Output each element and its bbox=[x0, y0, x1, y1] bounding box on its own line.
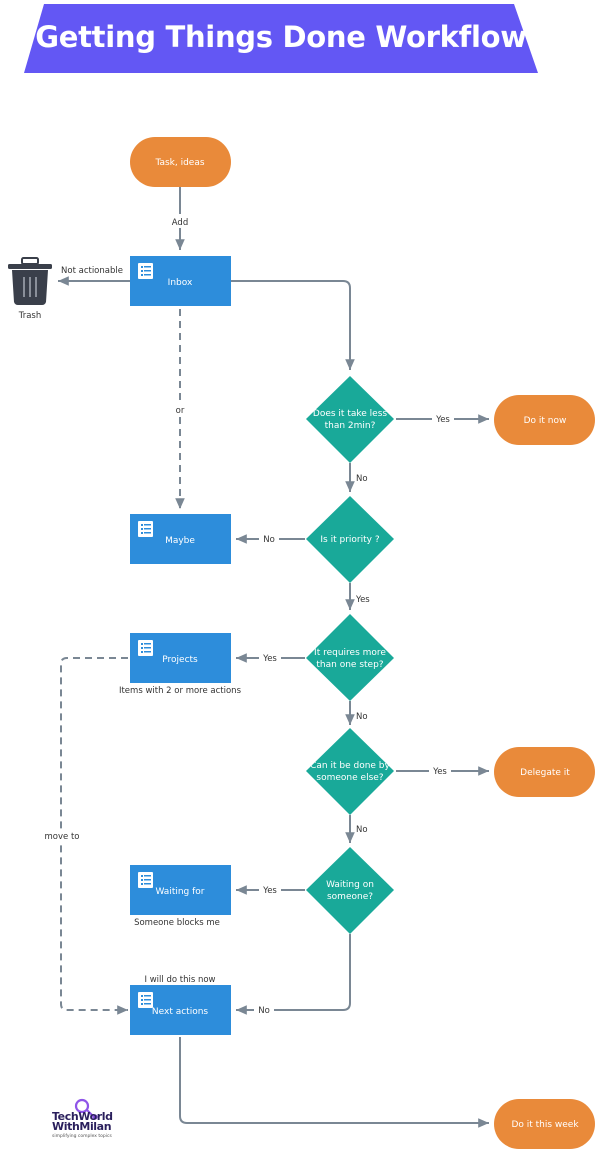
node-maybe: Maybe bbox=[130, 514, 231, 564]
logo-line-1: TechWorld bbox=[52, 1110, 113, 1123]
svg-text:Do it now: Do it now bbox=[524, 416, 567, 426]
edge-label-yes-donow: Yes bbox=[435, 415, 450, 425]
decision-more-than-one-step: It requires more than one step? bbox=[306, 614, 394, 701]
edge-inbox-2min bbox=[231, 280, 355, 370]
svg-text:than one step?: than one step? bbox=[316, 660, 383, 670]
decision-is-priority: Is it priority ? bbox=[306, 496, 394, 583]
svg-text:than 2min?: than 2min? bbox=[325, 421, 376, 431]
node-waiting-for: Waiting for bbox=[130, 865, 231, 915]
edge-label-yes-priority: Yes bbox=[355, 595, 370, 605]
svg-text:Projects: Projects bbox=[162, 655, 198, 665]
svg-text:someone else?: someone else? bbox=[316, 773, 383, 783]
edge-label-no-maybe: No bbox=[263, 535, 275, 545]
trash-icon bbox=[8, 257, 52, 305]
waiting-for-note: Someone blocks me bbox=[134, 918, 220, 928]
trash-label: Trash bbox=[18, 311, 41, 321]
edge-label-yes-waiting: Yes bbox=[262, 886, 277, 896]
list-icon bbox=[138, 992, 153, 1008]
node-task-ideas: Task, ideas bbox=[130, 137, 231, 187]
list-icon bbox=[138, 640, 153, 656]
edge-label-add: Add bbox=[172, 218, 188, 228]
node-inbox: Inbox bbox=[130, 256, 231, 306]
node-delegate-it: Delegate it bbox=[494, 747, 595, 797]
edge-next-week bbox=[179, 1037, 489, 1128]
edge-label-no-next: No bbox=[258, 1006, 270, 1016]
edge-waiting-next bbox=[236, 934, 351, 1015]
svg-text:Do it this week: Do it this week bbox=[511, 1120, 579, 1130]
edge-label-no-2min: No bbox=[356, 474, 368, 484]
next-actions-note: I will do this now bbox=[145, 975, 216, 985]
node-projects: Projects bbox=[130, 633, 231, 683]
edge-label-no-step: No bbox=[356, 712, 368, 722]
svg-text:Maybe: Maybe bbox=[165, 536, 195, 546]
svg-text:Delegate it: Delegate it bbox=[520, 768, 570, 778]
logo: TechWorld WithMilan simplifying complex … bbox=[52, 1098, 132, 1139]
list-icon bbox=[138, 263, 153, 279]
decision-less-than-2min: Does it take less than 2min? bbox=[306, 376, 394, 463]
edge-label-yes-delegate: Yes bbox=[432, 767, 447, 777]
node-next-actions: Next actions bbox=[130, 985, 231, 1035]
svg-text:someone?: someone? bbox=[327, 892, 373, 902]
svg-text:Task, ideas: Task, ideas bbox=[154, 158, 204, 168]
node-do-it-this-week: Do it this week bbox=[494, 1099, 595, 1149]
edge-label-move-to: move to bbox=[45, 832, 80, 842]
svg-text:Inbox: Inbox bbox=[168, 278, 193, 288]
list-icon bbox=[138, 521, 153, 537]
projects-note: Items with 2 or more actions bbox=[119, 686, 242, 696]
svg-text:Can it be done by: Can it be done by bbox=[310, 761, 390, 771]
edge-label-or: or bbox=[176, 406, 185, 416]
decision-waiting-on-someone: Waiting on someone? bbox=[306, 847, 394, 934]
decision-someone-else: Can it be done by someone else? bbox=[306, 728, 394, 815]
edge-label-no-someone: No bbox=[356, 825, 368, 835]
edge-label-yes-projects: Yes bbox=[262, 654, 277, 664]
edge-label-not-actionable: Not actionable bbox=[61, 266, 123, 276]
page-title: Getting Things Done Workflow bbox=[35, 20, 527, 54]
node-do-it-now: Do it now bbox=[494, 395, 595, 445]
svg-text:It requires more: It requires more bbox=[314, 648, 386, 658]
svg-text:Waiting for: Waiting for bbox=[155, 887, 204, 897]
svg-text:Does it take less: Does it take less bbox=[313, 409, 387, 419]
list-icon bbox=[138, 872, 153, 888]
svg-text:Waiting on: Waiting on bbox=[326, 880, 374, 890]
logo-icon bbox=[74, 1098, 98, 1120]
svg-text:Next actions: Next actions bbox=[152, 1007, 209, 1017]
svg-text:Is it priority ?: Is it priority ? bbox=[320, 535, 379, 545]
logo-tagline: simplifying complex topics bbox=[52, 1134, 112, 1139]
title-banner bbox=[24, 4, 538, 73]
logo-line-2: WithMilan bbox=[52, 1120, 112, 1133]
